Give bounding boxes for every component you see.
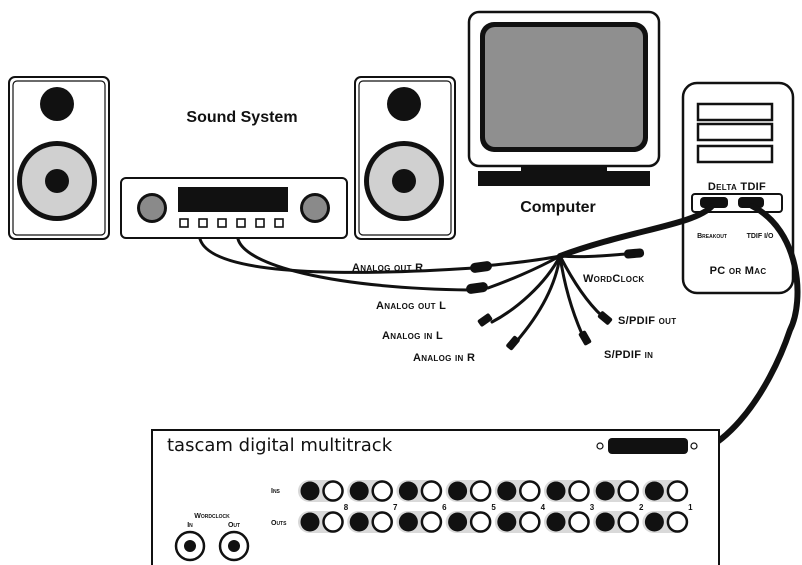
input-jack-left bbox=[595, 481, 615, 501]
output-jack-right bbox=[666, 511, 689, 533]
output-jack-right bbox=[469, 511, 492, 533]
input-jack-right bbox=[371, 480, 393, 502]
input-jack-right bbox=[519, 480, 541, 502]
output-jack-left bbox=[300, 512, 320, 532]
input-jack-left bbox=[300, 481, 320, 501]
channel-number-label: 5 bbox=[491, 503, 496, 512]
tweeter-icon bbox=[387, 87, 421, 121]
channel-number-label: 7 bbox=[393, 503, 398, 512]
output-jack-left bbox=[644, 512, 664, 532]
pc-tower bbox=[681, 81, 795, 295]
input-jack-right bbox=[568, 480, 590, 502]
output-jack-left bbox=[595, 512, 615, 532]
input-jack-right bbox=[469, 480, 492, 502]
output-jack-right bbox=[617, 511, 639, 533]
output-jack-left bbox=[497, 512, 517, 532]
breakout-cable bbox=[557, 203, 715, 259]
spdif-in-label: S/PDIF in bbox=[604, 349, 653, 361]
spdif-out-label: S/PDIF out bbox=[618, 315, 676, 327]
analog-in-r-label: Analog in R bbox=[413, 352, 475, 364]
input-jack-right bbox=[322, 480, 344, 502]
tdif-port-icon bbox=[738, 197, 764, 208]
output-jack-right bbox=[519, 511, 541, 533]
channel-number-label: 4 bbox=[541, 503, 546, 512]
amp-display bbox=[178, 187, 288, 212]
right-speaker bbox=[354, 76, 456, 240]
left-speaker bbox=[8, 76, 110, 240]
channel-number-label: 2 bbox=[639, 503, 644, 512]
ins-row-label: Ins bbox=[271, 488, 281, 495]
amp-to-out-r-cable bbox=[198, 237, 476, 274]
output-jack-right bbox=[420, 511, 443, 533]
wordclock-out-label: Out bbox=[228, 522, 240, 529]
output-jack-left bbox=[349, 512, 369, 532]
input-jack-left bbox=[497, 481, 517, 501]
outs-row-label: Outs bbox=[271, 520, 287, 527]
input-jack-left bbox=[546, 481, 566, 501]
wordclock-label: Wordclock bbox=[194, 513, 230, 520]
computer-monitor bbox=[467, 10, 661, 186]
output-jack-right bbox=[568, 511, 590, 533]
channel-jacks: 8 7 6 5 4 3 2 1 bbox=[298, 480, 693, 533]
amplifier bbox=[120, 177, 348, 239]
output-jack-left bbox=[398, 512, 418, 532]
output-jack-left bbox=[448, 512, 468, 532]
input-jack-left bbox=[398, 481, 418, 501]
output-jack-right bbox=[322, 511, 344, 533]
analog-out-l-label: Analog out L bbox=[376, 300, 446, 312]
analog-out-r-label: Analog out R bbox=[352, 262, 423, 274]
output-jack-right bbox=[371, 511, 393, 533]
tdif-connector-icon bbox=[608, 438, 688, 454]
input-jack-left bbox=[448, 481, 468, 501]
multitrack-title: tascam digital multitrack bbox=[167, 435, 393, 456]
channel-number-label: 1 bbox=[688, 503, 693, 512]
breakout-port-label: Breakout bbox=[697, 233, 727, 240]
wordclock-in-label: In bbox=[187, 522, 193, 529]
wordclock-cable-label: WordClock bbox=[583, 273, 644, 285]
channel-number-label: 8 bbox=[344, 503, 349, 512]
output-jack-left bbox=[546, 512, 566, 532]
input-jack-left bbox=[644, 481, 664, 501]
input-jack-right bbox=[617, 480, 639, 502]
tweeter-icon bbox=[40, 87, 74, 121]
tdif-port-label: TDIF I/O bbox=[747, 233, 774, 240]
channel-number-label: 3 bbox=[590, 503, 595, 512]
amp-to-out-l-cable bbox=[236, 237, 472, 292]
input-jack-right bbox=[420, 480, 443, 502]
pc-or-mac-label: PC or Mac bbox=[710, 265, 767, 277]
input-jack-left bbox=[349, 481, 369, 501]
breakout-port-icon bbox=[700, 197, 728, 208]
computer-label: Computer bbox=[520, 199, 596, 216]
channel-number-label: 6 bbox=[442, 503, 447, 512]
input-jack-right bbox=[666, 480, 689, 502]
sound-system-label: Sound System bbox=[186, 109, 297, 126]
analog-in-l-label: Analog in L bbox=[382, 330, 443, 342]
delta-tdif-label: Delta TDIF bbox=[708, 181, 766, 193]
